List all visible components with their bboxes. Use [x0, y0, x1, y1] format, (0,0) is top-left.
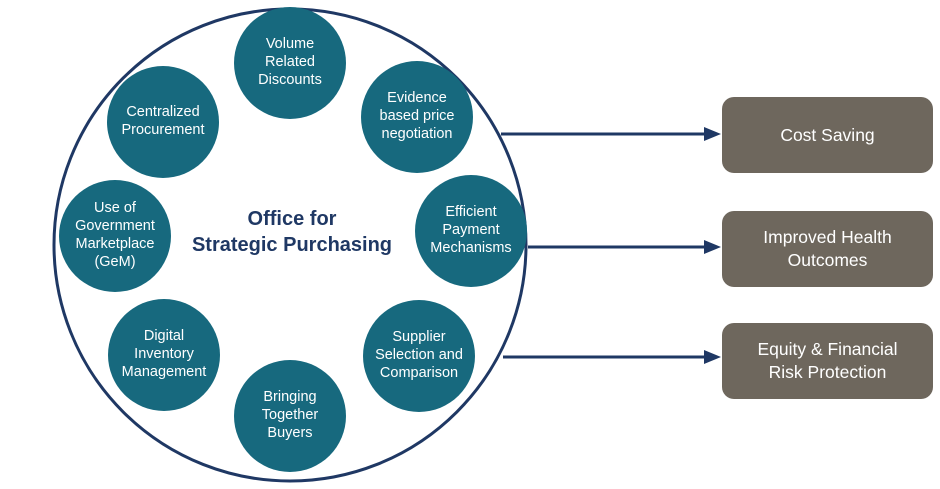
- node-volume-related-discounts: Volume Related Discounts: [234, 7, 346, 119]
- hub-title-line2: Strategic Purchasing: [191, 234, 393, 257]
- node-bringing-together-buyers: Bringing Together Buyers: [234, 360, 346, 472]
- node-label: Supplier Selection and Comparison: [375, 329, 463, 381]
- node-label: Evidence based price negotiation: [379, 90, 455, 142]
- node-label: Centralized Procurement: [121, 104, 205, 138]
- outcome-label: Cost Saving: [780, 124, 875, 145]
- node-label: Bringing Together Buyers: [261, 389, 319, 441]
- node-centralized-procurement: Centralized Procurement: [107, 66, 219, 178]
- node-digital-inventory-management: Digital Inventory Management: [108, 299, 220, 411]
- arrow-improved-health-head: [704, 240, 721, 254]
- node-label: Volume Related Discounts: [258, 36, 322, 88]
- outcome-box-cost-saving: Cost Saving: [722, 97, 933, 173]
- outcome-label: Equity & Financial Risk Protection: [757, 339, 898, 382]
- outcome-label: Improved Health Outcomes: [763, 227, 892, 270]
- node-label: Use of Government Marketplace (GeM): [75, 200, 155, 270]
- hub-title-line1: Office for: [247, 208, 337, 230]
- outcome-box-equity-financial-risk-protection: Equity & Financial Risk Protection: [722, 323, 933, 399]
- hub-title: Office for Strategic Purchasing: [168, 206, 416, 259]
- node-efficient-payment-mechanisms: Efficient Payment Mechanisms: [415, 175, 527, 287]
- node-label: Digital Inventory Management: [121, 328, 207, 380]
- node-supplier-selection-and-comparison: Supplier Selection and Comparison: [363, 300, 475, 412]
- node-use-of-government-marketplace-gem: Use of Government Marketplace (GeM): [59, 180, 171, 292]
- outcome-box-improved-health-outcomes: Improved Health Outcomes: [722, 211, 933, 287]
- arrow-cost-saving-head: [704, 127, 721, 141]
- node-evidence-based-price-negotiation: Evidence based price negotiation: [361, 61, 473, 173]
- arrow-equity-risk-head: [704, 350, 721, 364]
- node-label: Efficient Payment Mechanisms: [430, 204, 512, 256]
